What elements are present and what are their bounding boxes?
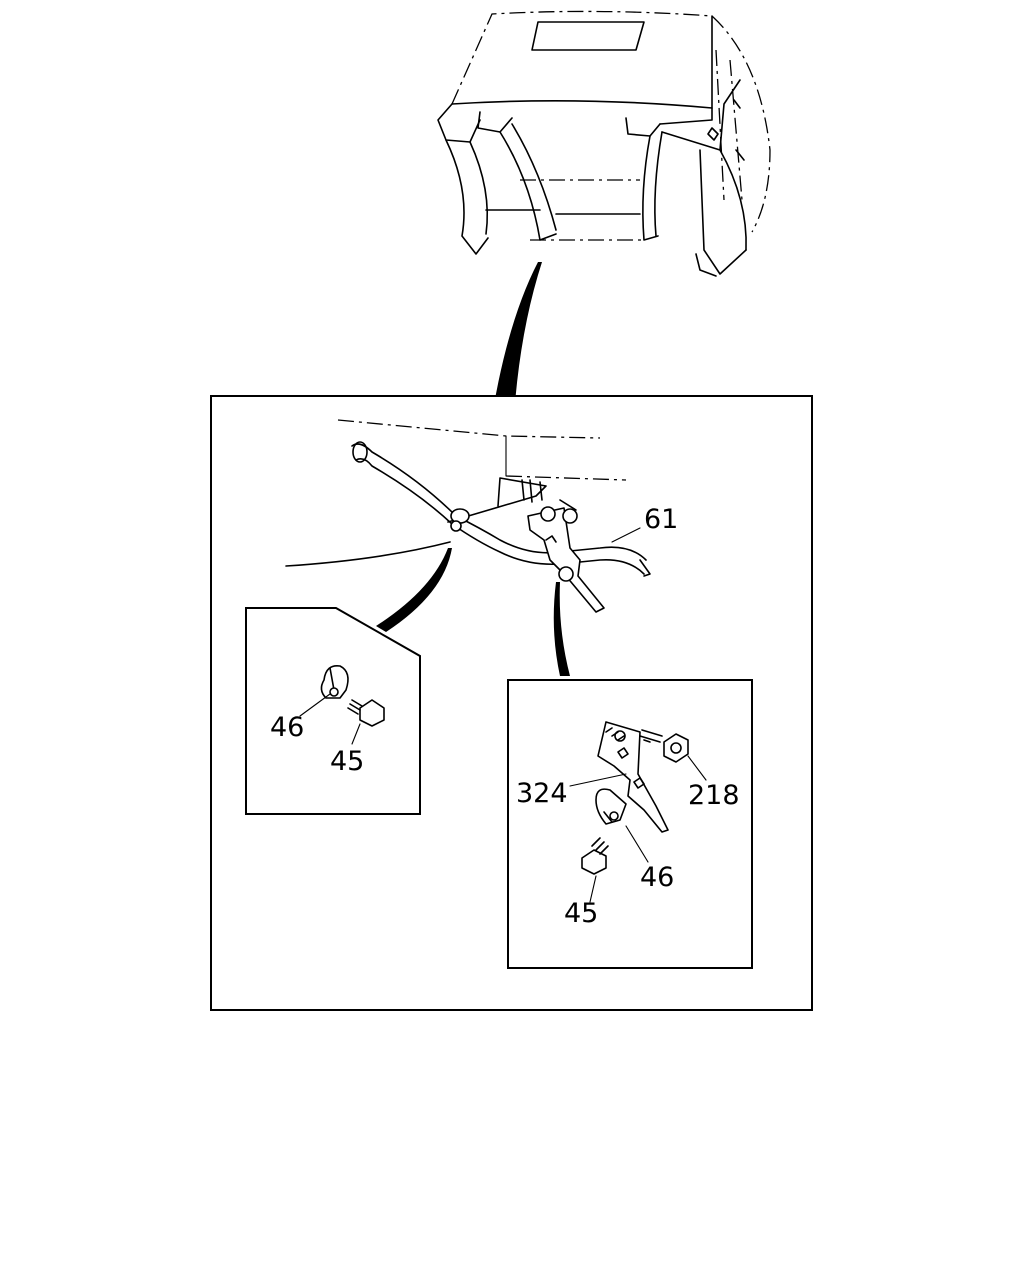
- callout-label-46-left: 46: [270, 712, 304, 743]
- callout-label-45-left: 45: [330, 746, 364, 777]
- inset-right-frame: [507, 679, 753, 969]
- callout-inset-left-45: 45: [330, 723, 364, 777]
- callout-61: 61: [611, 504, 678, 543]
- inset-left-parts: [320, 664, 385, 727]
- callout-inset-right-46: 46: [625, 825, 674, 893]
- vehicle-cab-overview: [437, 10, 771, 277]
- callout-inset-right-324: 324: [516, 773, 627, 809]
- leader-pointer-right-inset: [553, 582, 570, 676]
- callout-label-61: 61: [644, 504, 678, 535]
- callout-label-45-right: 45: [564, 898, 598, 929]
- callout-inset-right-218: 218: [687, 755, 740, 811]
- callout-label-218: 218: [688, 780, 740, 811]
- pipe-routing-detail: [285, 419, 651, 613]
- callout-inset-right-45: 45: [564, 875, 598, 929]
- callout-label-324: 324: [516, 778, 568, 809]
- callout-label-46-right: 46: [640, 862, 674, 893]
- inset-right-parts: [581, 721, 689, 875]
- callout-inset-left-46: 46: [270, 693, 331, 743]
- inset-left-frame: [245, 607, 421, 815]
- leader-pointer-main: [492, 262, 542, 416]
- leader-pointer-left-inset: [376, 548, 452, 632]
